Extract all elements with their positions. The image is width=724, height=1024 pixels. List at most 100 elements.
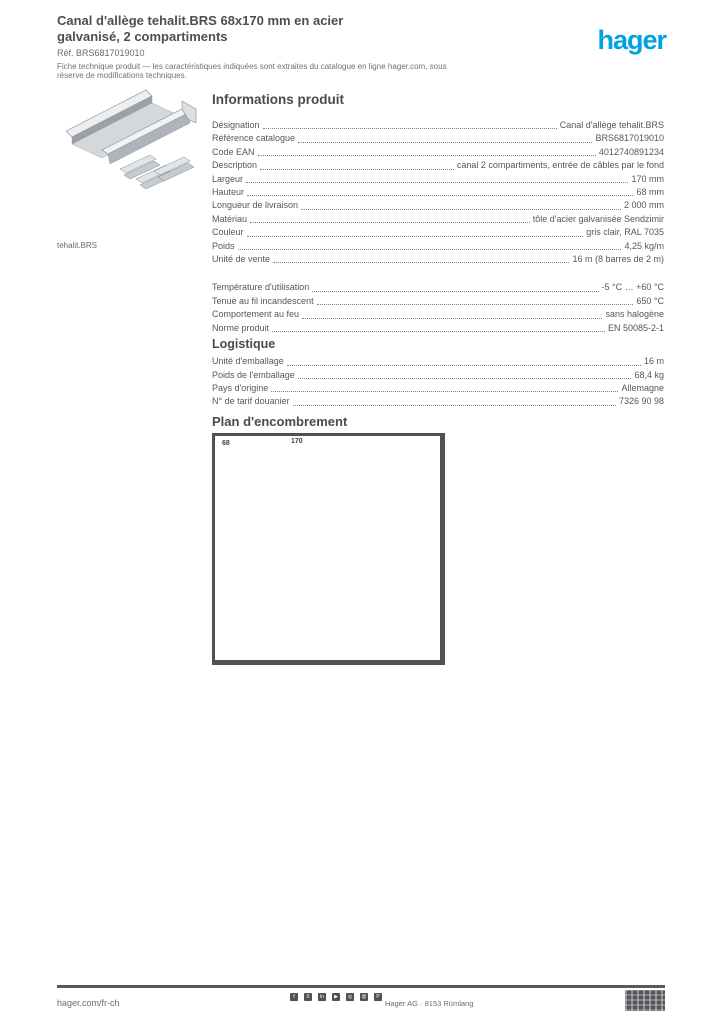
spec-value: Canal d'allège tehalit.BRS	[559, 120, 664, 130]
spec-label: Comportement au feu	[212, 309, 300, 320]
datasheet-meta-line: Fiche technique produit — les caractéris…	[57, 62, 447, 80]
spec-table-logistics: Unité d'emballage 16 m Poids de l'emballa…	[212, 355, 664, 409]
spec-label: Poids	[212, 240, 235, 251]
dotted-leader	[262, 128, 557, 130]
table-row: Couleur gris clair, RAL 7035	[212, 226, 664, 239]
spec-value: 16 m (8 barres de 2 m)	[572, 254, 664, 265]
dotted-leader	[246, 235, 584, 237]
spec-table-characteristics: Température d'utilisation-5 °C … +60 °C …	[212, 281, 664, 335]
product-title-line2: galvanisé, 2 compartiments	[57, 29, 228, 44]
x-twitter-icon[interactable]: X	[304, 993, 312, 1001]
dimension-label-width: 170	[291, 437, 303, 445]
table-row: Référence catalogue BRS6817019010	[212, 132, 664, 145]
spec-value: EN 50085-2-1	[607, 322, 664, 333]
spec-label: Longueur de livraison	[212, 200, 299, 211]
table-row: Pays d'origine Allemagne	[212, 382, 664, 395]
dotted-leader	[247, 195, 634, 197]
product-image-caption: tehalit.BRS	[57, 241, 98, 250]
table-row: Comportement au feu sans halogène	[212, 308, 664, 321]
table-row: Code EAN 4012740891234	[212, 146, 664, 159]
spec-label: Code EAN	[212, 146, 255, 157]
spec-label: Unité de vente	[212, 254, 271, 265]
dotted-leader	[316, 304, 634, 306]
product-title-line1: Canal d'allège tehalit.BRS 68x170 mm en …	[57, 13, 344, 28]
section-heading-product-info: Informations produit	[212, 92, 344, 107]
spec-value: 4012740891234	[598, 146, 664, 157]
dotted-leader	[292, 404, 616, 406]
dotted-leader	[250, 222, 530, 224]
table-row: Tenue au fil incandescent 650 °C	[212, 295, 664, 308]
dotted-leader	[301, 208, 621, 210]
product-reference: Réf. BRS6817019010	[57, 48, 145, 58]
spec-label: Unité d'emballage	[212, 356, 284, 367]
dotted-leader	[271, 391, 619, 393]
spec-value: 7326 90 98	[618, 396, 664, 407]
dotted-leader	[302, 317, 603, 319]
spec-label: Poids de l'emballage	[212, 369, 295, 380]
table-row: Poids de l'emballage 68,4 kg	[212, 369, 664, 382]
email-icon[interactable]: @	[360, 993, 368, 1001]
dotted-leader	[246, 182, 629, 184]
dotted-leader	[260, 168, 454, 170]
youtube-icon[interactable]: ▶	[332, 993, 340, 1001]
spec-label: Couleur	[212, 227, 244, 238]
linkedin-icon[interactable]: in	[318, 993, 326, 1001]
spec-label: Largeur	[212, 173, 244, 184]
facebook-icon[interactable]: f	[290, 993, 298, 1001]
spec-label: Hauteur	[212, 187, 245, 198]
table-row: Hauteur 68 mm	[212, 186, 664, 199]
spec-label: Pays d'origine	[212, 382, 269, 393]
dotted-leader	[312, 290, 599, 292]
section-heading-logistics: Logistique	[212, 337, 276, 352]
footer-social-icons: f X in ▶ ◎ @ P	[290, 993, 382, 1001]
spec-value: 2 000 mm	[623, 200, 664, 211]
spec-value: 650 °C	[636, 295, 664, 306]
table-row: Norme produit EN 50085-2-1	[212, 322, 664, 335]
table-row: Unité de vente 16 m (8 barres de 2 m)	[212, 253, 664, 266]
spec-value: tôle d'acier galvanisée Sendzimir	[532, 213, 664, 224]
spec-label: Matériau	[212, 213, 248, 224]
footer-website-link[interactable]: hager.com/fr-ch	[57, 993, 149, 1013]
dotted-leader	[286, 364, 641, 366]
spec-value: BRS6817019010	[595, 133, 664, 144]
spec-label: Désignation	[212, 120, 260, 130]
table-row: N° de tarif douanier 7326 90 98	[212, 395, 664, 408]
qr-code	[625, 990, 665, 1011]
main-content: Informations produit Désignation Canal d'…	[212, 92, 664, 665]
table-row: Poids 4,25 kg/m	[212, 240, 664, 253]
table-row: Longueur de livraison 2 000 mm	[212, 199, 664, 212]
spec-label: Tenue au fil incandescent	[212, 295, 314, 306]
spec-value: 16 m	[643, 356, 664, 367]
table-row: Description canal 2 compartiments, entrée…	[212, 159, 664, 172]
spec-value: -5 °C … +60 °C	[601, 282, 664, 293]
spec-value: 4,25 kg/m	[624, 240, 664, 251]
spec-value: Allemagne	[621, 382, 664, 393]
product-image	[65, 89, 197, 190]
spec-label: Norme produit	[212, 322, 270, 333]
table-row: Matériau tôle d'acier galvanisée Sendzimi…	[212, 213, 664, 226]
dotted-leader	[298, 141, 593, 143]
spec-value: sans halogène	[605, 309, 664, 320]
table-row: Largeur 170 mm	[212, 173, 664, 186]
section-heading-dimensional-drawing: Plan d'encombrement	[212, 413, 348, 429]
spec-value: canal 2 compartiments, entrée de câbles …	[456, 160, 664, 171]
table-row: Température d'utilisation -5 °C … +60 °C	[212, 281, 664, 294]
hager-logo: hager	[597, 25, 667, 55]
spec-label: N° de tarif douanier	[212, 396, 290, 407]
spec-value: 170 mm	[631, 173, 664, 184]
table-row: Unité d'emballage 16 m	[212, 355, 664, 368]
spec-label: Température d'utilisation	[212, 282, 310, 293]
dimension-label-height: 68	[222, 439, 230, 447]
spec-label: Description	[212, 160, 258, 171]
spec-value: 68,4 kg	[634, 369, 664, 380]
dotted-leader	[257, 155, 596, 157]
spec-label: Référence catalogue	[212, 133, 296, 144]
footer-divider	[57, 985, 665, 988]
spec-table-product-info: Désignation Canal d'allège tehalit.BRS Ré…	[212, 119, 664, 266]
instagram-icon[interactable]: ◎	[346, 993, 354, 1001]
spec-value: gris clair, RAL 7035	[586, 227, 664, 238]
header: Canal d'allège tehalit.BRS 68x170 mm en …	[57, 13, 477, 81]
spec-value: 68 mm	[636, 187, 664, 198]
pinterest-icon[interactable]: P	[374, 993, 382, 1001]
